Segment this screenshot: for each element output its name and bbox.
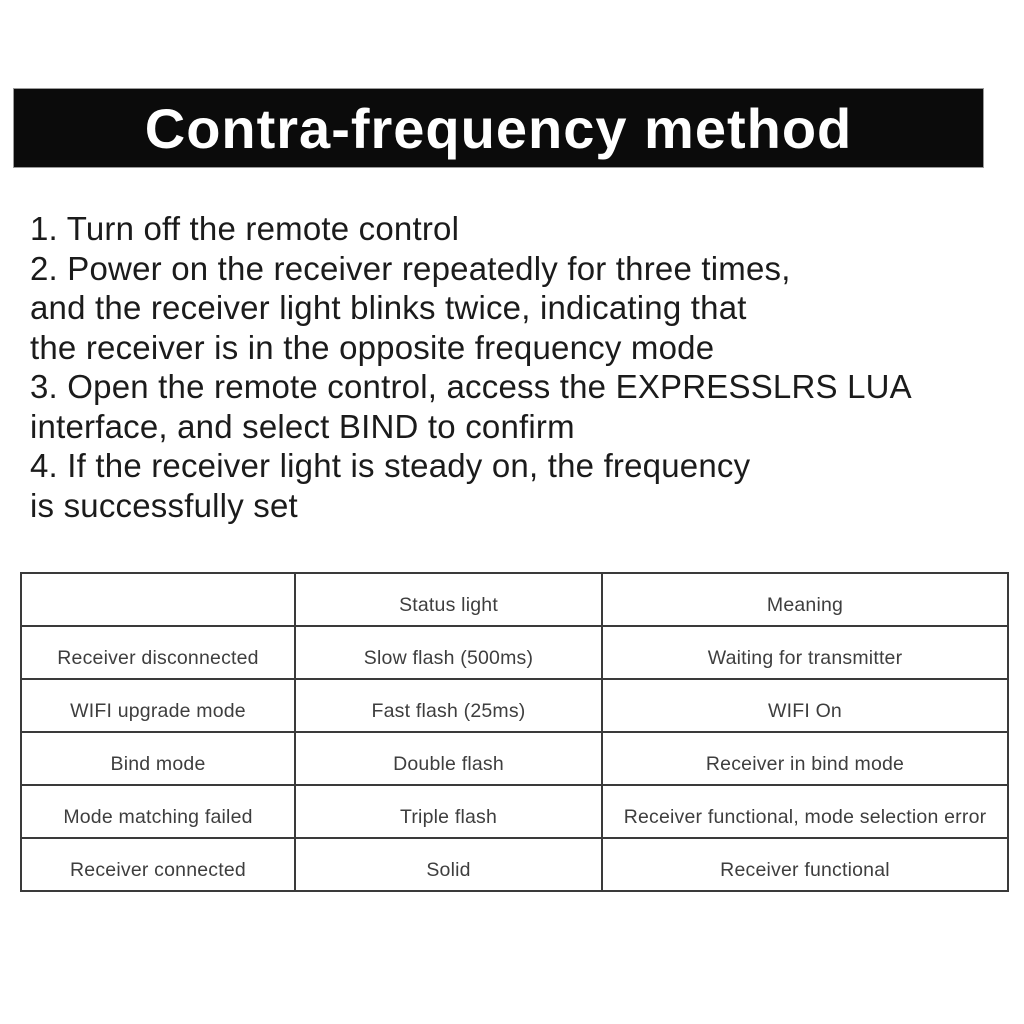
table-row: Bind mode Double flash Receiver in bind … xyxy=(20,731,1009,786)
cell-status-light: Fast flash (25ms) xyxy=(294,678,603,733)
table-row: WIFI upgrade mode Fast flash (25ms) WIFI… xyxy=(20,678,1009,733)
cell-state: Bind mode xyxy=(20,731,296,786)
cell-meaning: Receiver in bind mode xyxy=(601,731,1009,786)
header-cell-empty xyxy=(20,572,296,627)
title-banner: Contra-frequency method xyxy=(13,88,984,168)
status-light-table: Status light Meaning Receiver disconnect… xyxy=(20,572,1009,892)
cell-state: Mode matching failed xyxy=(20,784,296,839)
cell-meaning: Waiting for transmitter xyxy=(601,625,1009,680)
instruction-line: interface, and select BIND to confirm xyxy=(30,407,575,445)
cell-meaning: Receiver functional, mode selection erro… xyxy=(601,784,1009,839)
instruction-line: and the receiver light blinks twice, ind… xyxy=(30,289,747,326)
header-cell-status-light: Status light xyxy=(294,572,603,627)
table-header-row: Status light Meaning xyxy=(20,572,1009,627)
instruction-line: 4. If the receiver light is steady on, t… xyxy=(30,447,751,484)
table-row: Mode matching failed Triple flash Receiv… xyxy=(20,784,1009,839)
cell-meaning: WIFI On xyxy=(601,678,1009,733)
instruction-line: is successfully set xyxy=(30,486,298,524)
instruction-line: the receiver is in the opposite frequenc… xyxy=(30,328,715,366)
instruction-line: 3. Open the remote control, access the E… xyxy=(30,368,912,405)
instruction-line: 2. Power on the receiver repeatedly for … xyxy=(30,249,791,287)
table-row: Receiver disconnected Slow flash (500ms)… xyxy=(20,625,1009,680)
page-title: Contra-frequency method xyxy=(144,96,853,160)
cell-status-light: Double flash xyxy=(294,731,603,786)
cell-state: WIFI upgrade mode xyxy=(20,678,296,733)
instruction-line: 1. Turn off the remote control xyxy=(30,210,460,247)
cell-state: Receiver disconnected xyxy=(20,625,296,680)
cell-status-light: Solid xyxy=(294,837,603,892)
cell-state: Receiver connected xyxy=(20,837,296,892)
cell-meaning: Receiver functional xyxy=(601,837,1009,892)
header-cell-meaning: Meaning xyxy=(601,572,1009,627)
table-row: Receiver connected Solid Receiver functi… xyxy=(20,837,1009,892)
cell-status-light: Slow flash (500ms) xyxy=(294,625,603,680)
cell-status-light: Triple flash xyxy=(294,784,603,839)
instructions-block: 1. Turn off the remote control 2. Power … xyxy=(30,209,990,525)
